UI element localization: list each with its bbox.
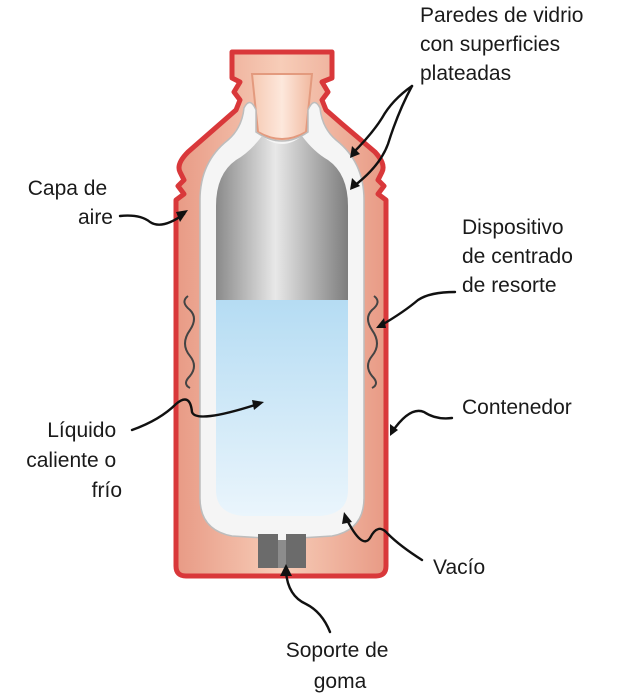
label-vacuum: Vacío: [433, 556, 485, 579]
liquid: [216, 300, 348, 516]
label-rubber-support: Soporte de goma: [286, 639, 395, 693]
label-liquid: Líquido caliente o frío: [26, 419, 122, 502]
leader-lines: [118, 84, 457, 634]
stopper: [250, 73, 314, 140]
label-air-layer: Capa de aire: [28, 177, 113, 229]
label-container: Contenedor: [462, 396, 572, 419]
spring-left: [183, 295, 195, 389]
spring-right: [367, 295, 379, 389]
silvered-surface: [216, 136, 348, 300]
label-spring-device: Dispositivo de centrado de resorte: [462, 216, 579, 297]
rubber-support: [258, 534, 306, 568]
label-glass-walls: Paredes de vidrio con superficies platea…: [420, 4, 589, 85]
